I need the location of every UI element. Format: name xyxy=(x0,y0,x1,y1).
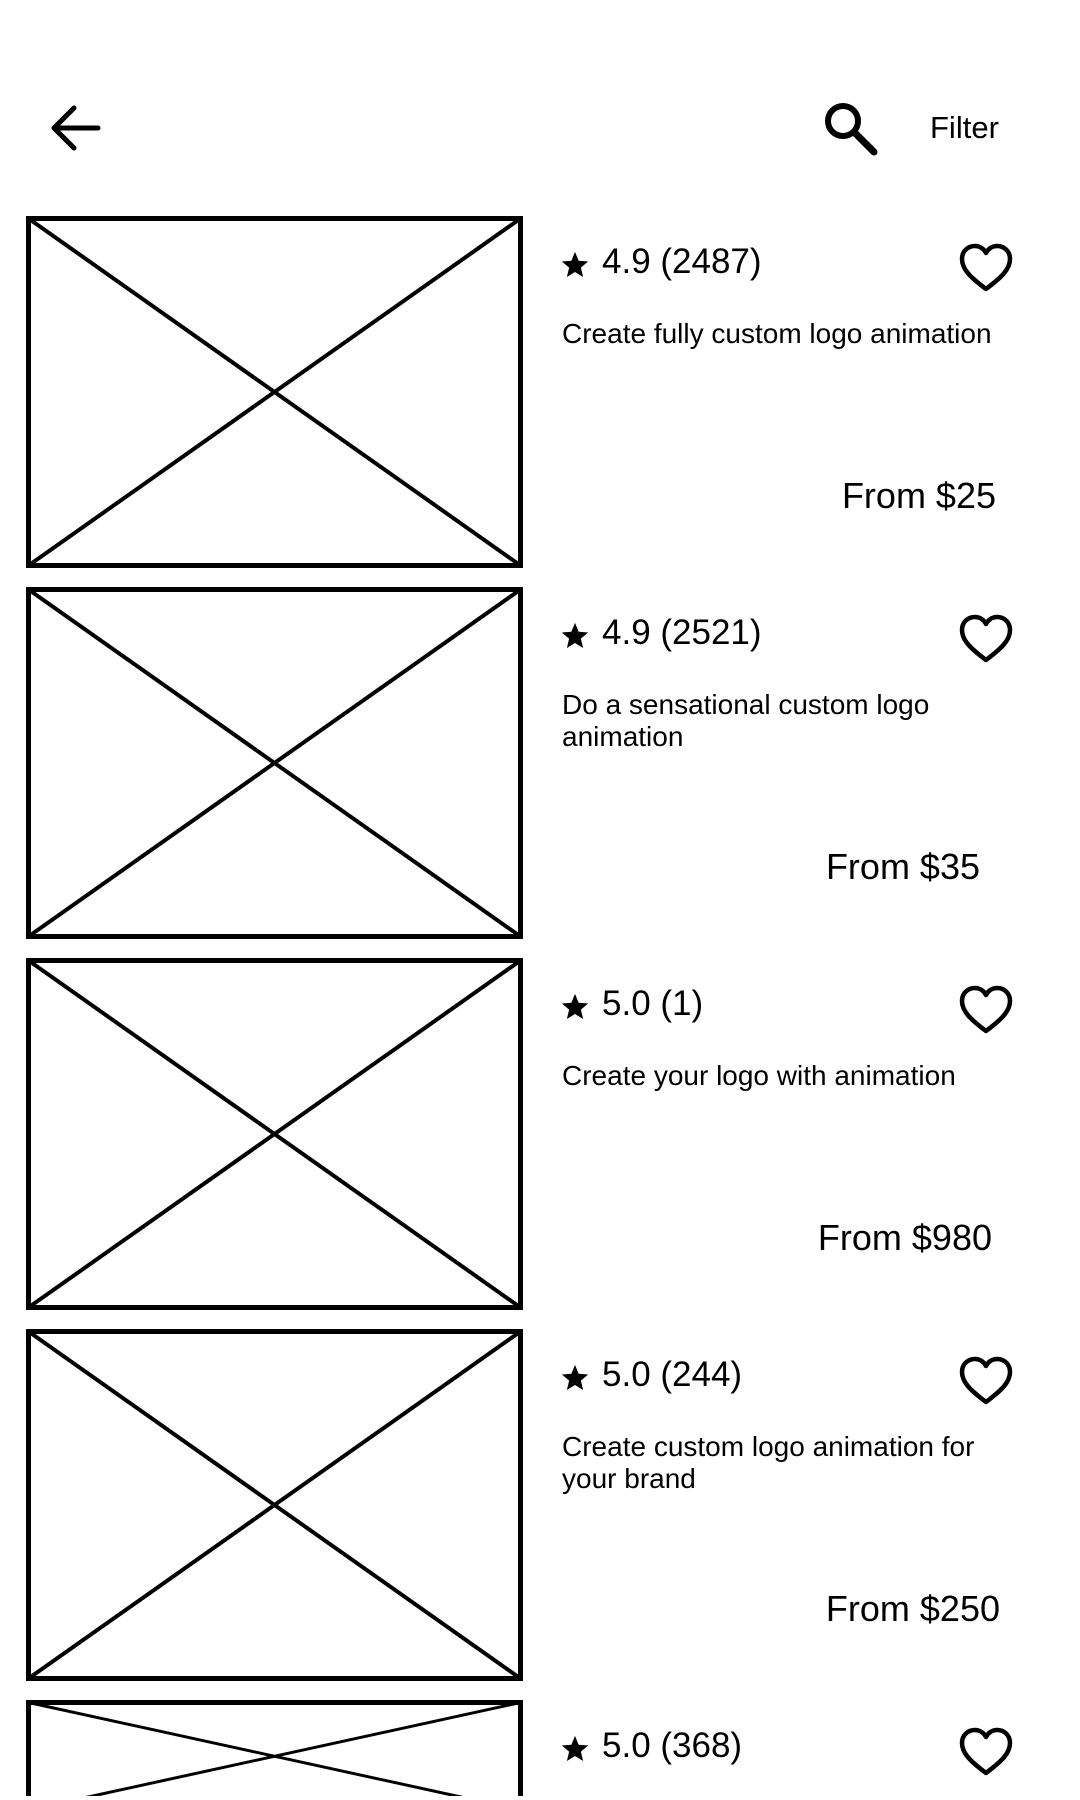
listing-title[interactable]: Create fully custom logo animation xyxy=(562,318,992,349)
rating-value: 5.0 (1) xyxy=(602,984,704,1023)
filter-button[interactable]: Filter xyxy=(930,110,999,145)
heart-icon xyxy=(959,614,1013,663)
image-placeholder-icon xyxy=(26,958,523,1310)
listing-item[interactable]: 4.9 (2487) Create fully custom logo anim… xyxy=(0,212,1080,583)
favorite-button[interactable] xyxy=(958,242,1014,294)
image-placeholder-icon xyxy=(26,216,523,568)
heart-icon xyxy=(959,1356,1013,1405)
listing-title[interactable]: Do a sensational custom logo animation xyxy=(562,689,930,752)
star-icon xyxy=(561,1735,589,1761)
star-icon xyxy=(561,1364,589,1390)
rating-value: 5.0 (368) xyxy=(602,1726,743,1765)
rating: 5.0 (1) xyxy=(560,980,703,1028)
image-placeholder-icon xyxy=(26,587,523,939)
listing-list: 4.9 (2487) Create fully custom logo anim… xyxy=(0,212,1080,1796)
listing-thumbnail[interactable] xyxy=(26,1700,523,1796)
search-button[interactable] xyxy=(822,100,878,156)
listing-item[interactable]: 5.0 (1) Create your logo with animation … xyxy=(0,954,1080,1325)
heart-icon xyxy=(959,1727,1013,1776)
rating-value: 5.0 (244) xyxy=(602,1355,743,1394)
favorite-button[interactable] xyxy=(958,984,1014,1036)
rating: 4.9 (2487) xyxy=(560,238,762,286)
favorite-button[interactable] xyxy=(958,1355,1014,1407)
heart-icon xyxy=(959,243,1013,292)
star-icon xyxy=(561,993,589,1019)
listing-thumbnail[interactable] xyxy=(26,1329,523,1681)
listing-price: From $35 xyxy=(825,846,980,887)
rating: 5.0 (368) xyxy=(560,1722,742,1770)
image-placeholder-icon xyxy=(26,1329,523,1681)
listing-thumbnail[interactable] xyxy=(26,216,523,568)
listing-item[interactable]: 4.9 (2521) Do a sensational custom logo … xyxy=(0,583,1080,954)
heart-icon xyxy=(959,985,1013,1034)
top-app-bar: Filter xyxy=(0,0,1080,200)
listing-price: From $250 xyxy=(825,1588,1000,1629)
listing-thumbnail[interactable] xyxy=(26,587,523,939)
rating-value: 4.9 (2487) xyxy=(602,242,762,281)
favorite-button[interactable] xyxy=(958,613,1014,665)
favorite-button[interactable] xyxy=(958,1726,1014,1778)
star-icon xyxy=(561,251,589,277)
star-icon xyxy=(561,622,589,648)
search-icon xyxy=(825,103,878,156)
listing-title[interactable]: Create your logo with animation xyxy=(562,1060,956,1091)
listing-item[interactable]: 5.0 (368) xyxy=(0,1696,1080,1796)
listing-thumbnail[interactable] xyxy=(26,958,523,1310)
rating-value: 4.9 (2521) xyxy=(602,613,762,652)
listing-price: From $25 xyxy=(841,475,996,516)
image-placeholder-icon xyxy=(26,1700,523,1796)
listing-title[interactable]: Create custom logo animation for your br… xyxy=(562,1431,975,1494)
arrow-left-icon xyxy=(51,105,101,151)
rating: 4.9 (2521) xyxy=(560,609,762,657)
listing-price: From $980 xyxy=(817,1217,992,1258)
listing-item[interactable]: 5.0 (244) Create custom logo animation f… xyxy=(0,1325,1080,1696)
rating: 5.0 (244) xyxy=(560,1351,742,1399)
back-button[interactable] xyxy=(48,100,104,156)
